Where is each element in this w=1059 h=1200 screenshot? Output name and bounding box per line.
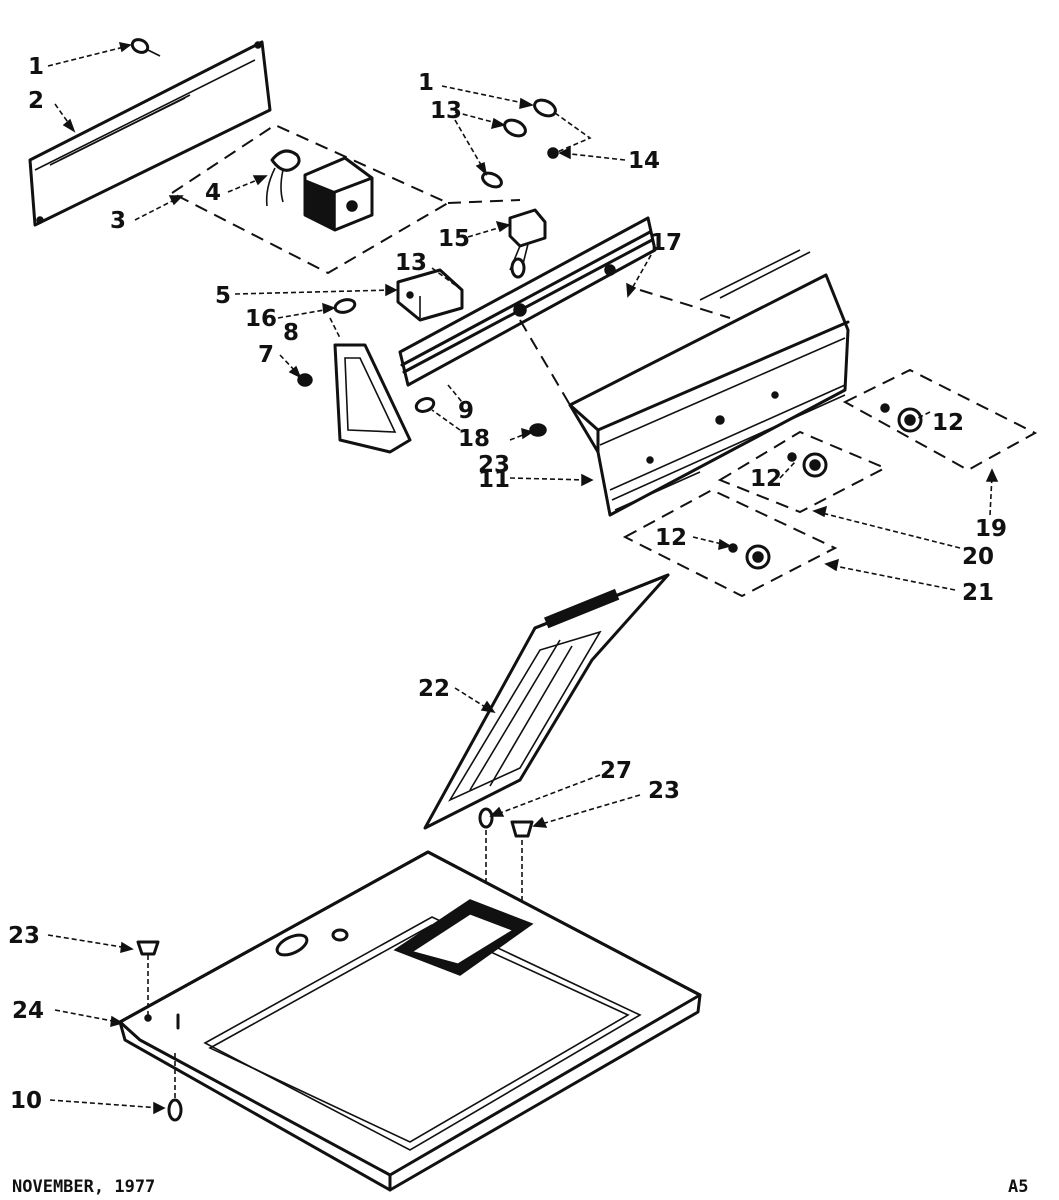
screw-part-13-b (481, 171, 503, 189)
footer-page: A5 (1008, 1177, 1028, 1197)
screw-part-16 (333, 298, 357, 314)
screw-part-13-a (503, 118, 527, 138)
panel-part-19 (842, 368, 1038, 472)
callout-1-top: 1 (418, 70, 434, 96)
screw-part-10 (167, 1050, 183, 1122)
panel-part-21 (622, 488, 838, 598)
callout-1-left: 1 (28, 54, 44, 80)
nut-part-23-lid (510, 820, 534, 905)
nut-part-14 (547, 147, 559, 159)
callout-13-middle: 13 (395, 250, 427, 276)
callout-15: 15 (438, 226, 470, 252)
lid-part-22 (423, 573, 670, 830)
footer-date: NOVEMBER, 1977 (12, 1177, 155, 1197)
callout-5: 5 (215, 283, 231, 309)
callout-12-right: 12 (932, 410, 964, 436)
callout-12-lower: 12 (655, 525, 687, 551)
callout-23-left: 23 (8, 923, 40, 949)
console-part-11 (568, 249, 850, 517)
callout-8: 8 (283, 320, 299, 346)
callout-10: 10 (10, 1088, 42, 1114)
callout-2: 2 (28, 88, 44, 114)
callout-21: 21 (962, 580, 994, 606)
knob-part-7 (297, 373, 313, 387)
screw-part-1-left (130, 38, 161, 57)
screw-part-18 (414, 397, 436, 413)
harness-part-4 (265, 149, 301, 207)
leader-lines (47, 42, 999, 1115)
callout-23-lid: 23 (648, 778, 680, 804)
callout-17: 17 (650, 230, 682, 256)
callout-4: 4 (205, 180, 221, 206)
callout-11: 11 (478, 467, 510, 493)
callout-16: 16 (245, 306, 277, 332)
panel-part-20 (717, 430, 888, 514)
switch-part-5 (396, 268, 464, 322)
top-panel-part-24 (118, 850, 702, 1192)
callout-labels: 1 2 3 4 1 13 14 15 17 13 5 16 8 7 9 18 2… (8, 54, 1007, 1114)
timer-motor (303, 156, 374, 232)
switch-part-15 (508, 208, 547, 279)
bezel-part-8 (329, 317, 412, 454)
screw-part-1-top (533, 98, 557, 118)
callout-7: 7 (258, 342, 274, 368)
screw-part-27 (478, 807, 494, 898)
callout-9: 9 (458, 398, 474, 424)
rear-panel-part-2 (28, 40, 272, 227)
callout-13-top: 13 (430, 98, 462, 124)
callout-24: 24 (12, 998, 44, 1024)
callout-14: 14 (628, 148, 660, 174)
nut-part-23-middle (529, 423, 547, 437)
callout-20: 20 (962, 544, 994, 570)
bracket-part-3 (170, 123, 451, 275)
nut-part-23-left (136, 940, 160, 1015)
callout-19: 19 (975, 516, 1007, 542)
callout-27: 27 (600, 758, 632, 784)
rail-part-9 (398, 216, 657, 387)
callout-3: 3 (110, 208, 126, 234)
callout-12-middle: 12 (750, 466, 782, 492)
callout-22: 22 (418, 676, 450, 702)
callout-23-middle: 23 (478, 452, 510, 478)
callout-18: 18 (458, 426, 490, 452)
